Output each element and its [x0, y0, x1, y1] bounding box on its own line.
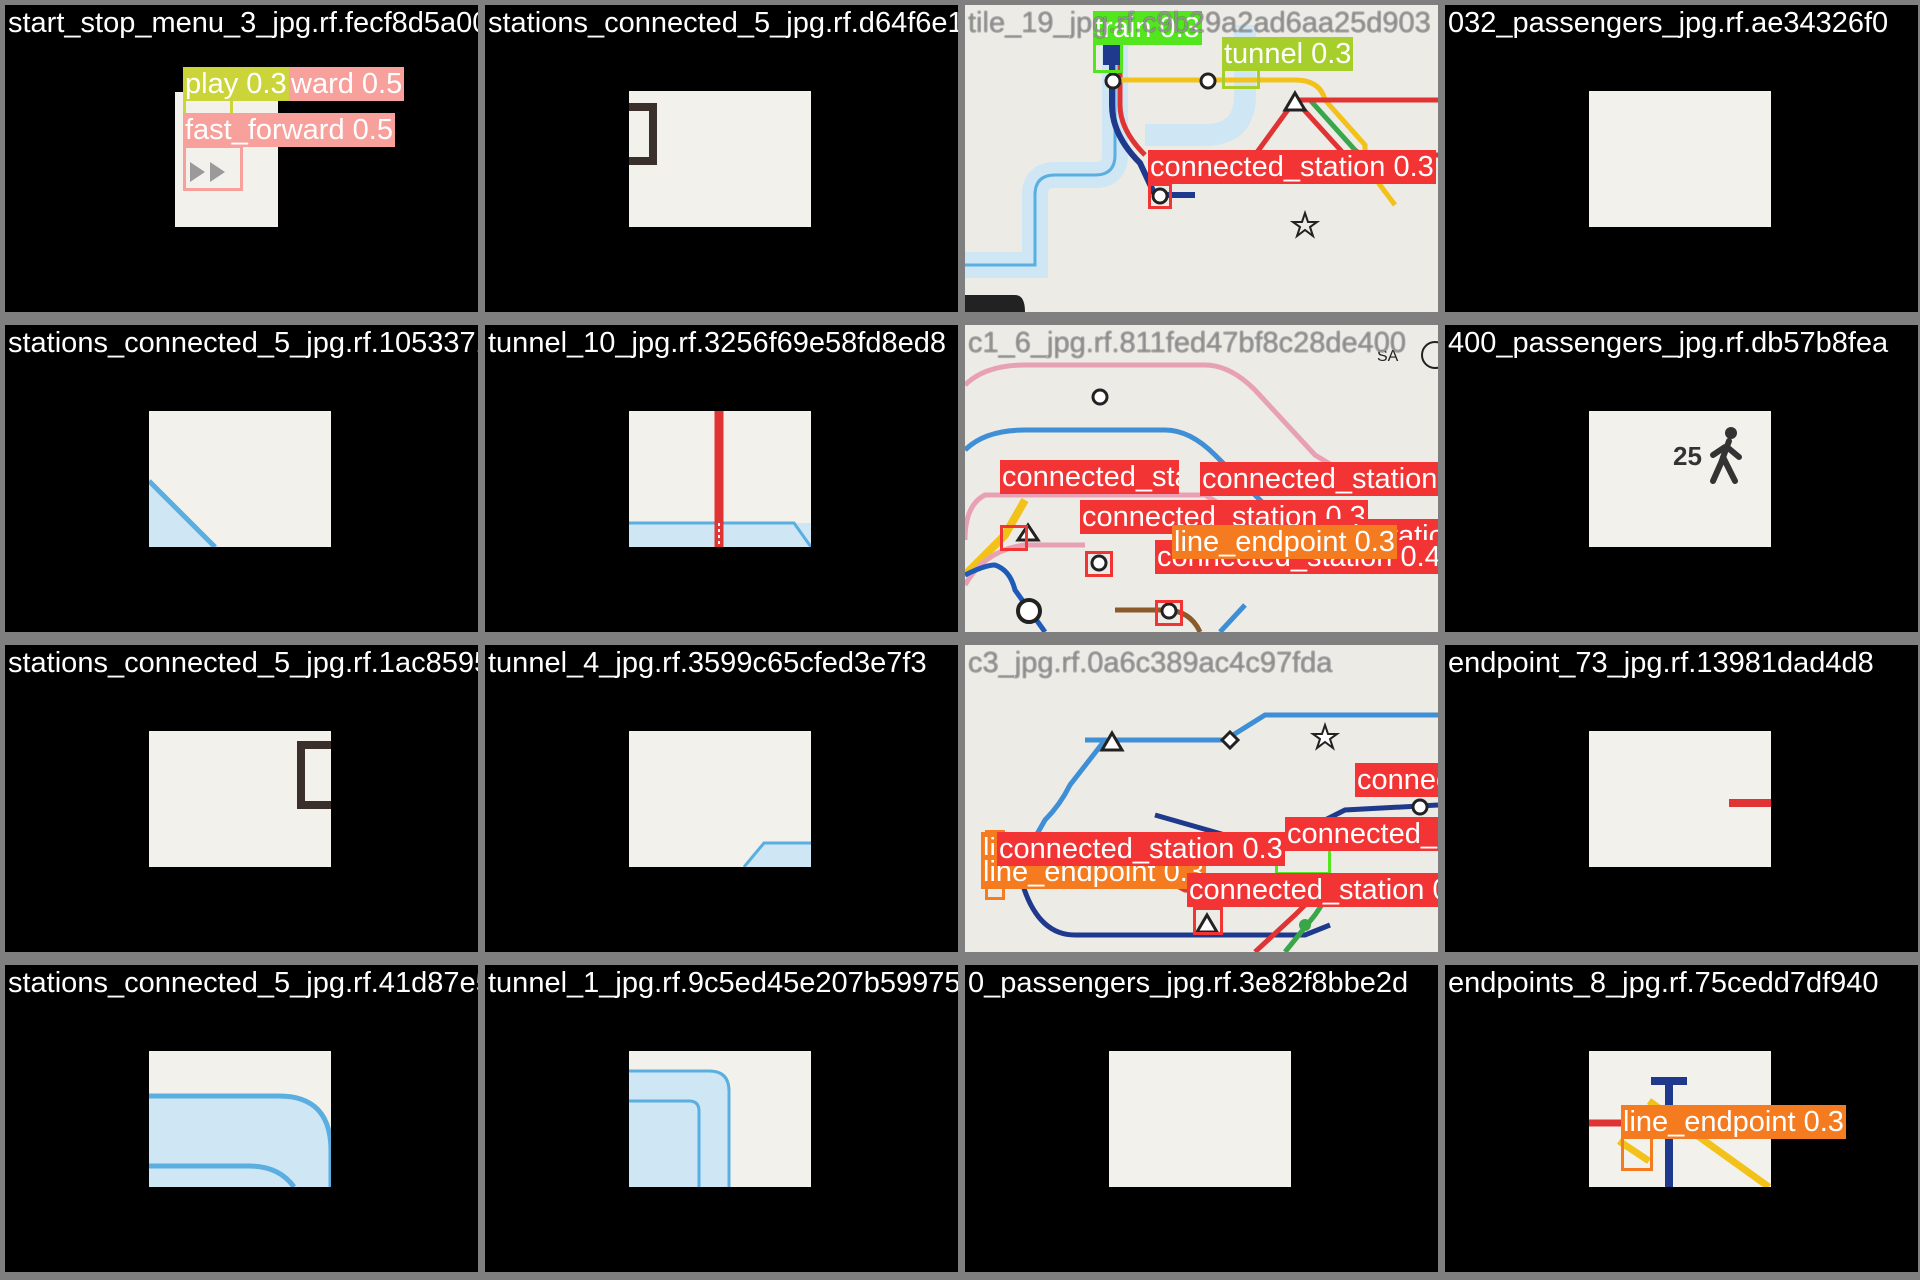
- connected-station-bbox: [1085, 551, 1113, 577]
- clock-icon: [1421, 341, 1438, 369]
- triangle-station-icon: [1282, 90, 1308, 112]
- connected-station-bbox: [1193, 907, 1223, 935]
- tile-title: tunnel_4_jpg.rf.3599c65cfed3e7f3: [488, 647, 927, 679]
- grid-tile[interactable]: SA connected_sta connected_station 0.3 c…: [965, 325, 1438, 632]
- station-icon: [629, 103, 657, 165]
- tunnel-tag: tunnel 0.3: [1222, 37, 1354, 71]
- thumbnail: [629, 411, 811, 547]
- river-shape: [149, 1093, 331, 1187]
- river-shape: [149, 479, 219, 547]
- triangle-station-icon: [1099, 730, 1125, 752]
- diamond-station-icon: [1219, 729, 1241, 751]
- train-icon: [1299, 919, 1311, 931]
- line-endpoint-tag: line_endpoint 0.3: [1621, 1105, 1846, 1139]
- connected-station-bbox: [1155, 600, 1183, 626]
- thumbnail: [629, 731, 811, 867]
- grid-tile[interactable]: tunnel_1_jpg.rf.9c5ed45e207b59975: [485, 965, 958, 1272]
- tile-title: c1_6_jpg.rf.811fed47bf8c28de400: [968, 327, 1407, 359]
- connected-station-tag: connected_sta: [1000, 460, 1179, 494]
- tile-title: 032_passengers_jpg.rf.ae34326f0: [1448, 7, 1889, 39]
- station-icon: [1199, 72, 1217, 90]
- play-tag: play 0.3: [183, 67, 289, 101]
- thumbnail: [1589, 731, 1771, 867]
- tile-title: tunnel_1_jpg.rf.9c5ed45e207b59975: [488, 967, 958, 999]
- walking-person-icon: [1710, 427, 1742, 484]
- tile-title: stations_connected_5_jpg.rf.41d87e51ea3: [8, 967, 478, 999]
- tile-title: 400_passengers_jpg.rf.db57b8fea: [1448, 327, 1889, 359]
- tile-title: stations_connected_5_jpg.rf.d64f6e1c9b: [488, 7, 958, 39]
- station-icon: [1160, 602, 1178, 620]
- grid-tile[interactable]: stations_connected_5_jpg.rf.41d87e51ea3: [5, 965, 478, 1272]
- river-shape: [742, 841, 811, 867]
- connected-station-tag: connected_station 0.3: [1285, 817, 1438, 851]
- tile-title: 0_passengers_jpg.rf.3e82f8bbe2d: [968, 967, 1409, 999]
- fast-forward-bbox: [183, 145, 243, 191]
- star-station-icon: [1309, 721, 1341, 751]
- grid-tile[interactable]: li line_endpoint 0.3 connected_station 0…: [965, 645, 1438, 952]
- line-shape: [1729, 799, 1771, 807]
- grid-tile[interactable]: tunnel_10_jpg.rf.3256f69e58fd8ed8: [485, 325, 958, 632]
- fast-forward-tag: ward 0.5: [183, 67, 405, 101]
- passenger-count: 25: [1673, 441, 1702, 471]
- grid-tile[interactable]: 0_passengers_jpg.rf.3e82f8bbe2d: [965, 965, 1438, 1272]
- connected-station-tag: connected_station 0.3: [1148, 150, 1436, 184]
- station-icon: [1016, 598, 1042, 624]
- connected-station-bbox: [1000, 525, 1028, 551]
- line-endpoint-bbox: [1621, 1135, 1653, 1171]
- tunnel-shape: [629, 1069, 731, 1187]
- thumbnail: [149, 411, 331, 547]
- thumbnail: [1109, 1051, 1291, 1187]
- station-icon: [1104, 72, 1122, 90]
- connected-station-tag: connected_station 0.3: [1355, 763, 1438, 797]
- fast-forward-tag: fast_forward 0.5: [183, 113, 395, 147]
- grid-tile[interactable]: tunnel_4_jpg.rf.3599c65cfed3e7f3: [485, 645, 958, 952]
- train-tag: train 0.3: [1093, 11, 1202, 45]
- tile-title: stations_connected_5_jpg.rf.1ac85954f847: [8, 647, 478, 679]
- station-icon: [297, 741, 331, 809]
- tile-title: start_stop_menu_3_jpg.rf.fecf8d5a00336df…: [8, 7, 478, 39]
- star-station-icon: [1289, 209, 1321, 239]
- tile-title: c3_jpg.rf.0a6c389ac4c97fda: [968, 647, 1333, 679]
- grid-tile[interactable]: train 0.3 tunnel 0.3 connected_station 0…: [965, 5, 1438, 312]
- connected-station-bbox: [1148, 183, 1172, 209]
- grid-tile[interactable]: 032_passengers_jpg.rf.ae34326f0: [1445, 5, 1918, 312]
- grid-tile[interactable]: stations_connected_5_jpg.rf.105337151f00: [5, 325, 478, 632]
- thumbnail: [149, 1051, 331, 1187]
- tile-title: endpoint_73_jpg.rf.13981dad4d8: [1448, 647, 1874, 679]
- line-endpoint-tag: line_endpoint 0.3: [1172, 525, 1397, 559]
- grid-tile[interactable]: 25 400_passengers_jpg.rf.db57b8fea: [1445, 325, 1918, 632]
- connected-station-tag: connected_station 0.3: [1200, 462, 1438, 496]
- thumbnail: [1589, 91, 1771, 227]
- metro-map: SA: [965, 341, 1438, 632]
- train-icon: [1103, 45, 1123, 65]
- map-label: SA: [1377, 348, 1399, 365]
- station-icon: [1151, 187, 1169, 205]
- thumbnail: [629, 91, 811, 227]
- grid-tile[interactable]: stations_connected_5_jpg.rf.1ac85954f847: [5, 645, 478, 952]
- grid-tile[interactable]: endpoint_73_jpg.rf.13981dad4d8: [1445, 645, 1918, 952]
- thumbnail: 25: [1589, 411, 1771, 547]
- station-icon: [1091, 388, 1109, 406]
- grid-tile[interactable]: stations_connected_5_jpg.rf.d64f6e1c9b: [485, 5, 958, 312]
- tile-title: endpoints_8_jpg.rf.75cedd7df940: [1448, 967, 1879, 999]
- tile-title: tunnel_10_jpg.rf.3256f69e58fd8ed8: [488, 327, 946, 359]
- grid-tile[interactable]: ward 0.5 play 0.3 fast_forward 0.5 start…: [5, 5, 478, 312]
- connected-station-tag: connected_station 0.3: [997, 832, 1285, 866]
- connected-station-tag: connected_station 0.3: [1187, 873, 1438, 907]
- thumbnail: [629, 1051, 811, 1187]
- tile-title: stations_connected_5_jpg.rf.105337151f00: [8, 327, 478, 359]
- triangle-station-icon: [1015, 522, 1041, 542]
- station-icon: [1411, 798, 1429, 816]
- grid-tile[interactable]: line_endpoint 0.3 endpoints_8_jpg.rf.75c…: [1445, 965, 1918, 1272]
- station-icon: [1090, 554, 1108, 572]
- tunnel-shape: [629, 411, 811, 547]
- tile-title: tile_19_jpg.rf.c9b29a2ad6aa25d903: [968, 7, 1431, 39]
- thumbnail: [149, 731, 331, 867]
